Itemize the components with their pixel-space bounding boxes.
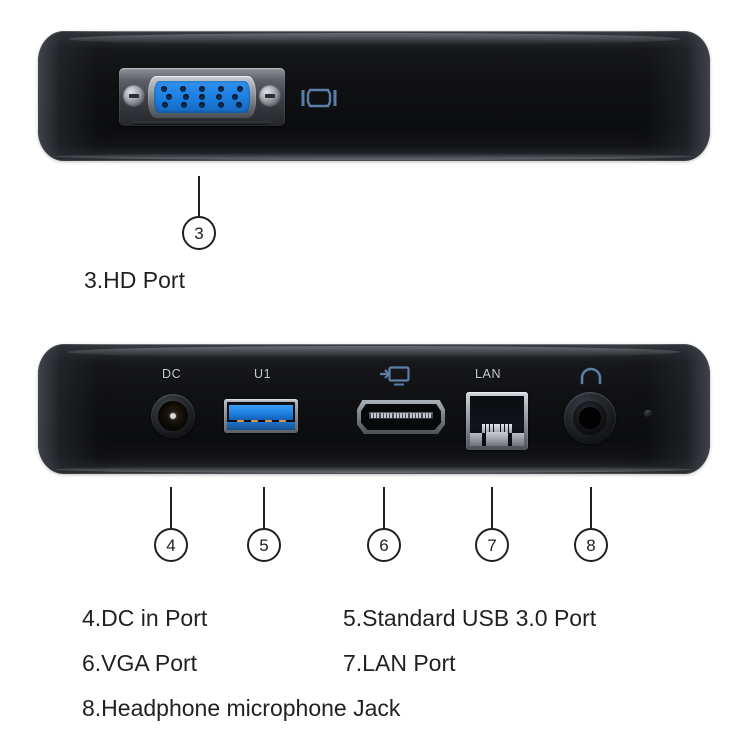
usb-3-port[interactable] [224, 399, 298, 433]
lan-cavity [470, 396, 524, 446]
vga-screw-left [123, 85, 145, 107]
hdmi-port[interactable] [357, 400, 445, 434]
callout-4-leader [170, 487, 172, 528]
callout-8-leader [590, 487, 592, 528]
caption-hd-port: 3.HD Port [84, 267, 185, 293]
usb-cavity [227, 402, 295, 430]
body-left-shade [38, 31, 124, 161]
usb-port-label: U1 [254, 367, 272, 381]
callout-8-number: 8 [574, 528, 608, 562]
callout-4-number: 4 [154, 528, 188, 562]
lan-notch-left [470, 433, 482, 446]
lan-contact-pins [482, 424, 512, 433]
callout-6-number: 6 [367, 528, 401, 562]
body-top-highlight-2 [68, 346, 680, 358]
dc-in-port[interactable] [151, 394, 195, 438]
caption-headphone-jack: 8.Headphone microphone Jack [82, 695, 401, 721]
lan-port-label: LAN [475, 367, 502, 381]
callout-7: 7 [475, 487, 509, 562]
callout-5-number: 5 [247, 528, 281, 562]
vga-shell [148, 76, 256, 118]
lan-latch-slot [486, 432, 508, 446]
caption-lan-port: 7.LAN Port [343, 650, 456, 676]
caption-usb-port: 5.Standard USB 3.0 Port [343, 605, 597, 631]
callout-5-leader [263, 487, 265, 528]
reset-pinhole[interactable] [644, 410, 652, 418]
callout-7-leader [491, 487, 493, 528]
dc-port-label: DC [162, 367, 182, 381]
vga-pin-row-top [161, 86, 243, 92]
vga-bottom-lip [133, 121, 271, 125]
callout-3: 3 [182, 176, 216, 250]
usb-lower-blade [227, 422, 295, 430]
display-input-icon [379, 364, 411, 393]
vga-pin-array [154, 81, 250, 113]
headphone-jack[interactable] [564, 392, 616, 444]
callout-3-number: 3 [182, 216, 216, 250]
hdmi-tongue [369, 412, 433, 419]
callout-6: 6 [367, 487, 401, 562]
headphone-icon [578, 366, 604, 393]
callout-7-number: 7 [475, 528, 509, 562]
monitor-icon [300, 85, 338, 116]
callout-3-leader [198, 176, 200, 216]
vga-screw-right [259, 85, 281, 107]
vga-port[interactable] [119, 68, 285, 126]
body-top-highlight [68, 33, 680, 45]
vga-insert [154, 81, 250, 113]
vga-pin-row-middle [161, 94, 243, 100]
callout-4: 4 [154, 487, 188, 562]
body-bottom-highlight [56, 153, 692, 160]
body-left-shade-2 [38, 344, 124, 474]
lan-notch-right [512, 433, 524, 446]
usb-blue-blade [229, 405, 293, 420]
callout-8: 8 [574, 487, 608, 562]
device-top-body [38, 31, 710, 161]
callout-6-leader [383, 487, 385, 528]
callout-5: 5 [247, 487, 281, 562]
caption-dc-in-port: 4.DC in Port [82, 605, 208, 631]
vga-pin-row-bottom [161, 102, 243, 108]
lan-port[interactable] [466, 392, 528, 450]
body-bottom-highlight-2 [56, 466, 692, 473]
caption-vga-port: 6.VGA Port [82, 650, 198, 676]
body-right-shade-2 [624, 344, 710, 474]
body-right-shade [624, 31, 710, 161]
device-bottom-body: DC U1 [38, 344, 710, 474]
